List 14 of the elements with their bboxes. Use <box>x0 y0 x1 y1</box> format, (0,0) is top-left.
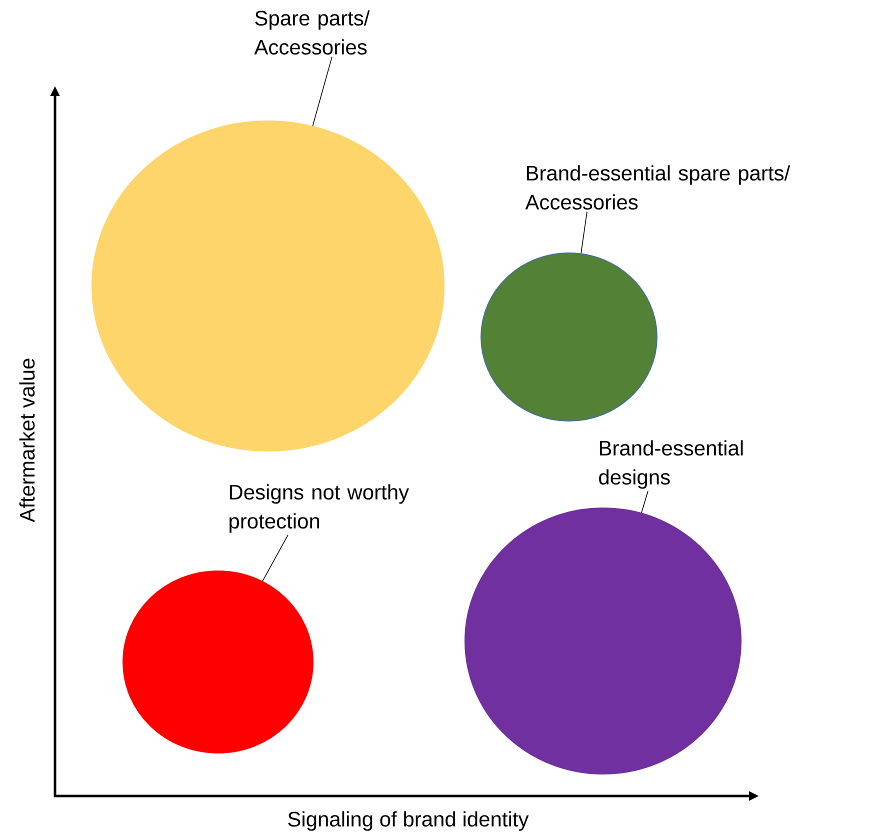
axis-label: Aftermarket value <box>19 358 35 522</box>
leader-line <box>641 490 648 514</box>
callout-text: Designs not worthy protection <box>230 484 410 533</box>
callout-text: Brand-essential spare parts/ Accessories <box>525 165 790 210</box>
ellipse <box>480 252 658 422</box>
ellipse <box>464 508 742 774</box>
ellipse <box>122 570 314 754</box>
ellipse <box>92 120 444 452</box>
callout-text: Brand-essential designs <box>599 440 743 489</box>
callout-text: Spare parts/ Accessories <box>254 10 370 55</box>
leader-line <box>312 56 332 126</box>
leader-line <box>580 211 588 254</box>
axis-label: Signaling of brand identity <box>288 811 529 831</box>
leader-line <box>262 534 288 582</box>
